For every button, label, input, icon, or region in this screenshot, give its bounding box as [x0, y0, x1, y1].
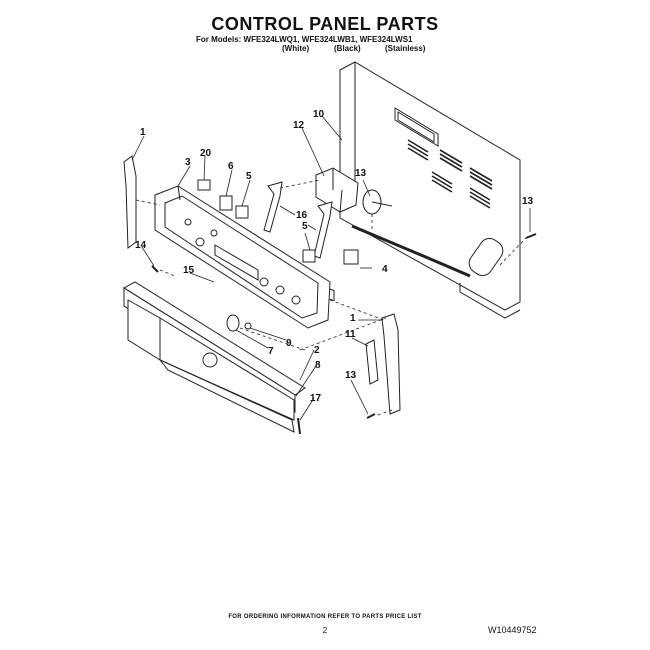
manifold-panel: [123, 281, 306, 433]
callout-9: 9: [286, 338, 292, 349]
screw-17: [297, 417, 301, 435]
callout-12: 12: [293, 120, 305, 131]
callout-3: 3: [185, 157, 191, 168]
switch-20: [197, 179, 211, 191]
spacer-11: [365, 339, 379, 385]
callout-5-lower: 5: [302, 221, 308, 232]
screw-14: [151, 265, 159, 273]
callout-2: 2: [314, 345, 320, 356]
callout-13-knob: 13: [355, 168, 367, 179]
callout-13-right: 13: [522, 196, 534, 207]
finish-black: (Black): [334, 44, 361, 53]
page-title: CONTROL PANEL PARTS: [211, 14, 439, 34]
finish-stainless: (Stainless): [385, 44, 426, 53]
callout-15: 15: [183, 265, 195, 276]
models-line: For Models: WFE324LWQ1, WFE324LWB1, WFE3…: [196, 35, 413, 44]
callout-17: 17: [310, 393, 322, 404]
callout-leaders: [131, 115, 531, 421]
clip-9: [244, 322, 252, 330]
console-panel: [154, 185, 331, 329]
knob-13: [362, 189, 393, 215]
callout-10: 10: [313, 109, 325, 120]
document-number: W10449752: [488, 625, 537, 635]
switch-4: [343, 249, 359, 265]
switch-5b: [302, 249, 316, 263]
screw-13-right: [525, 233, 537, 239]
switch-5a: [235, 205, 249, 219]
callout-6: 6: [228, 161, 234, 172]
callout-5-upper: 5: [246, 171, 252, 182]
end-cap-right: [381, 313, 401, 415]
callout-16: 16: [296, 210, 308, 221]
backguard-panel: [339, 61, 521, 319]
callout-14: 14: [135, 240, 147, 251]
callout-labels: 1 20 3 6 5 10 12 13 16 5 4 13 14 15 1 11…: [135, 109, 534, 404]
callout-1-left: 1: [140, 127, 146, 138]
page-number: 2: [322, 626, 328, 635]
callout-7: 7: [268, 346, 274, 357]
knob-7: [226, 314, 240, 332]
switch-6: [219, 195, 233, 211]
callout-11: 11: [345, 329, 356, 340]
callout-4: 4: [382, 264, 388, 275]
callout-13-bottom: 13: [345, 370, 357, 381]
callout-1-right: 1: [350, 313, 356, 324]
end-cap-left: [123, 155, 137, 249]
callout-20: 20: [200, 148, 212, 159]
ordering-note: FOR ORDERING INFORMATION REFER TO PARTS …: [228, 614, 422, 620]
finish-white: (White): [282, 44, 310, 53]
assembly-lines: [135, 179, 527, 417]
callout-8: 8: [315, 360, 321, 371]
screw-13-bottom: [366, 413, 376, 419]
console-brackets: [263, 181, 333, 259]
